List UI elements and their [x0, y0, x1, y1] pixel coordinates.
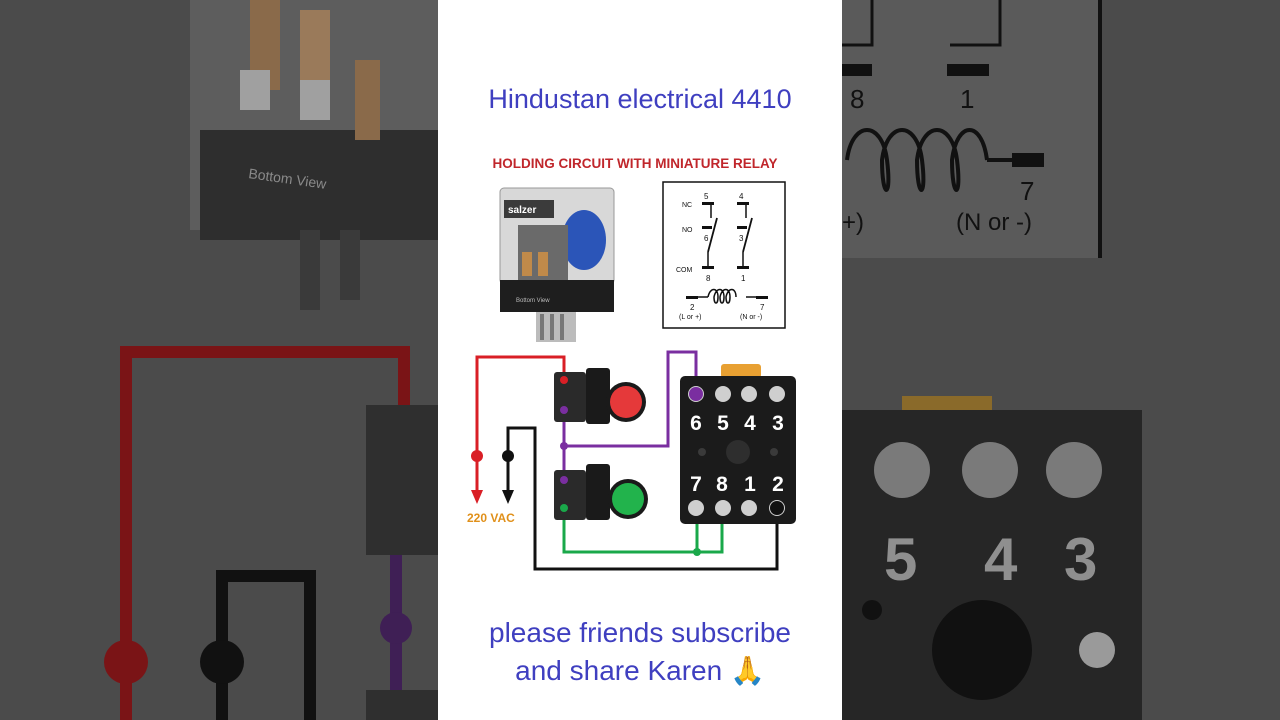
schem-coil-right-label: (N or -)	[740, 314, 762, 321]
schem-coil-left-label: (L or +)	[679, 314, 702, 321]
base-terminal-4: 4	[744, 412, 756, 435]
base-terminal-5: 5	[717, 412, 729, 435]
schem-pin-6: 6	[704, 234, 709, 243]
footer-line-1: please friends subscribe	[489, 617, 791, 648]
zoom-coil-label: (N or -)	[956, 209, 1032, 236]
right-zoom-panel: 8 1 7 +) (N or -) 5 4 3	[842, 0, 1280, 720]
schem-pin-1: 1	[741, 274, 746, 283]
zoom-pin-8: 8	[850, 84, 864, 114]
stop-button-zoom	[366, 405, 438, 555]
live-wire-zoom	[120, 346, 410, 720]
live-arrow	[471, 490, 483, 504]
center-panel: Hindustan electrical 4410 HOLDING CIRCUI…	[438, 0, 842, 720]
schem-nc-label: NC	[682, 202, 692, 209]
base-terminal-2: 2	[772, 473, 784, 496]
schem-pin-8: 8	[706, 274, 711, 283]
footer-caption: please friends subscribe and share Karen…	[438, 614, 842, 690]
relay-base	[500, 280, 614, 312]
relay-base-socket: 6 5 4 3 7 8 1 2	[680, 364, 796, 524]
hold-wire-a	[562, 508, 699, 554]
schem-pin-5: 5	[704, 192, 709, 201]
base-terminal-8: 8	[716, 473, 728, 496]
neutral-supply-node	[502, 450, 514, 462]
zoom-terminal-5: 5	[884, 526, 917, 593]
wiring-diagram: HOLDING CIRCUIT WITH MINIATURE RELAY sal…	[467, 156, 796, 571]
relay-image: salzer Bottom View	[499, 187, 615, 342]
stop-button-cap	[610, 386, 642, 418]
footer-line-2: and share Karen 🙏	[515, 655, 765, 686]
relay-schematic: 5 4 NC NO 6 3 COM 8 1	[662, 181, 786, 329]
schem-com-label: COM	[676, 267, 693, 274]
relay-coil	[562, 210, 606, 270]
relay-zoom-base	[200, 130, 438, 240]
neutral-node-zoom	[200, 640, 244, 684]
supply-label: 220 VAC	[467, 511, 515, 525]
start-button-cap	[612, 483, 644, 515]
schem-pin-2: 2	[690, 303, 695, 312]
zoom-terminal-4: 4	[984, 526, 1018, 593]
left-zoom-panel: Bottom View	[0, 0, 438, 720]
base-terminal-7: 7	[690, 473, 702, 496]
coil-zoom	[845, 128, 989, 192]
wires	[475, 350, 779, 571]
live-supply-node	[471, 450, 483, 462]
zoom-pin-1: 1	[960, 84, 974, 114]
stop-push-button[interactable]	[554, 368, 646, 424]
base-terminal-1: 1	[744, 473, 756, 496]
relay-brand: salzer	[508, 205, 536, 216]
zoom-terminal-3: 3	[1064, 526, 1097, 593]
live-node-zoom	[104, 640, 148, 684]
zoom-coil-partial: +)	[842, 209, 864, 236]
schem-pin-7: 7	[760, 303, 765, 312]
schem-pin-4: 4	[739, 192, 744, 201]
base-terminal-6: 6	[690, 412, 702, 435]
channel-title: Hindustan electrical 4410	[488, 84, 792, 114]
schem-pin-3: 3	[739, 234, 744, 243]
control-junction	[560, 442, 568, 450]
neutral-wire	[506, 426, 779, 571]
live-wire	[475, 355, 566, 494]
relay-bottom-label: Bottom View	[516, 298, 550, 304]
base-terminal-3: 3	[772, 412, 784, 435]
start-push-button[interactable]	[554, 464, 648, 520]
diagram-title: HOLDING CIRCUIT WITH MINIATURE RELAY	[493, 156, 778, 171]
neutral-arrow	[502, 490, 514, 504]
hold-junction	[693, 548, 701, 556]
control-wire	[562, 350, 698, 480]
zoom-pin-7: 7	[1020, 176, 1034, 206]
schem-no-label: NO	[682, 227, 693, 234]
